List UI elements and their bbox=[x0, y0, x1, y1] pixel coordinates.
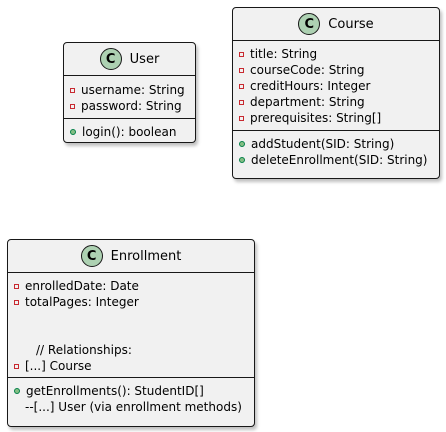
attribute-text: password: String bbox=[81, 99, 182, 113]
private-field-icon bbox=[14, 299, 19, 305]
comment-row: // Relationships: bbox=[8, 342, 254, 358]
divider bbox=[8, 377, 254, 378]
public-method-icon bbox=[239, 141, 245, 147]
class-course: C Course title: String courseCode: Strin… bbox=[232, 7, 440, 179]
method-text: login(): boolean bbox=[82, 125, 177, 139]
comment-text: // Relationships: bbox=[36, 343, 132, 357]
methods-section: addStudent(SID: String) deleteEnrollment… bbox=[233, 131, 439, 172]
divider bbox=[64, 118, 195, 119]
attribute-text: courseCode: String bbox=[250, 63, 365, 77]
class-name: User bbox=[129, 51, 160, 67]
methods-section: getEnrollments(): StudentID[] --[...] Us… bbox=[8, 378, 254, 418]
method-row: addStudent(SID: String) bbox=[233, 136, 439, 152]
class-header: C User bbox=[64, 43, 195, 75]
divider bbox=[64, 75, 195, 76]
public-method-icon bbox=[14, 388, 20, 394]
private-field-icon bbox=[14, 363, 19, 369]
private-field-icon bbox=[239, 67, 244, 73]
attribute-row: courseCode: String bbox=[233, 62, 439, 78]
class-user: C User username: String password: String… bbox=[63, 42, 196, 143]
attribute-row: enrolledDate: Date bbox=[8, 278, 254, 294]
method-text: addStudent(SID: String) bbox=[251, 137, 395, 151]
method-text: deleteEnrollment(SID: String) bbox=[251, 153, 428, 167]
attribute-text: title: String bbox=[250, 47, 318, 61]
method-row: login(): boolean bbox=[64, 124, 195, 140]
attribute-row: creditHours: Integer bbox=[233, 78, 439, 94]
class-header: C Enrollment bbox=[8, 240, 254, 272]
public-method-icon bbox=[70, 129, 76, 135]
attributes-section: enrolledDate: Date totalPages: Integer /… bbox=[8, 273, 254, 377]
attribute-text: enrolledDate: Date bbox=[25, 279, 139, 293]
method-row: deleteEnrollment(SID: String) bbox=[233, 152, 439, 168]
private-field-icon bbox=[14, 283, 19, 289]
attribute-text: prerequisites: String[] bbox=[250, 111, 382, 125]
private-field-icon bbox=[239, 115, 244, 121]
method-row: getEnrollments(): StudentID[] bbox=[8, 383, 254, 399]
blank-row bbox=[8, 326, 254, 342]
class-stereotype-icon: C bbox=[80, 245, 103, 267]
class-stereotype-icon: C bbox=[99, 48, 122, 70]
attribute-row: prerequisites: String[] bbox=[233, 110, 439, 126]
relation-text: [...] Course bbox=[25, 359, 92, 373]
method-note-row: --[...] User (via enrollment methods) bbox=[8, 399, 254, 415]
method-note-text: --[...] User (via enrollment methods) bbox=[25, 400, 242, 414]
attributes-section: username: String password: String bbox=[64, 76, 195, 118]
private-field-icon bbox=[70, 103, 75, 109]
attributes-section: title: String courseCode: String creditH… bbox=[233, 41, 439, 130]
attribute-row: department: String bbox=[233, 94, 439, 110]
class-enrollment: C Enrollment enrolledDate: Date totalPag… bbox=[7, 239, 255, 427]
divider bbox=[233, 130, 439, 131]
attribute-row: totalPages: Integer bbox=[8, 294, 254, 310]
divider bbox=[233, 40, 439, 41]
private-field-icon bbox=[239, 51, 244, 57]
class-name: Course bbox=[328, 16, 374, 32]
attribute-text: totalPages: Integer bbox=[25, 295, 139, 309]
attribute-text: creditHours: Integer bbox=[250, 79, 371, 93]
attribute-row: title: String bbox=[233, 46, 439, 62]
relation-row: [...] Course bbox=[8, 358, 254, 374]
class-stereotype-icon: C bbox=[298, 13, 321, 35]
private-field-icon bbox=[70, 87, 75, 93]
divider bbox=[8, 272, 254, 273]
attribute-text: department: String bbox=[250, 95, 365, 109]
attribute-row: username: String bbox=[64, 82, 195, 98]
private-field-icon bbox=[239, 83, 244, 89]
attribute-text: username: String bbox=[81, 83, 185, 97]
method-text: getEnrollments(): StudentID[] bbox=[26, 384, 204, 398]
attribute-row: password: String bbox=[64, 98, 195, 114]
private-field-icon bbox=[239, 99, 244, 105]
public-method-icon bbox=[239, 157, 245, 163]
blank-row bbox=[8, 310, 254, 326]
class-header: C Course bbox=[233, 8, 439, 40]
class-name: Enrollment bbox=[110, 248, 182, 264]
methods-section: login(): boolean bbox=[64, 119, 195, 144]
